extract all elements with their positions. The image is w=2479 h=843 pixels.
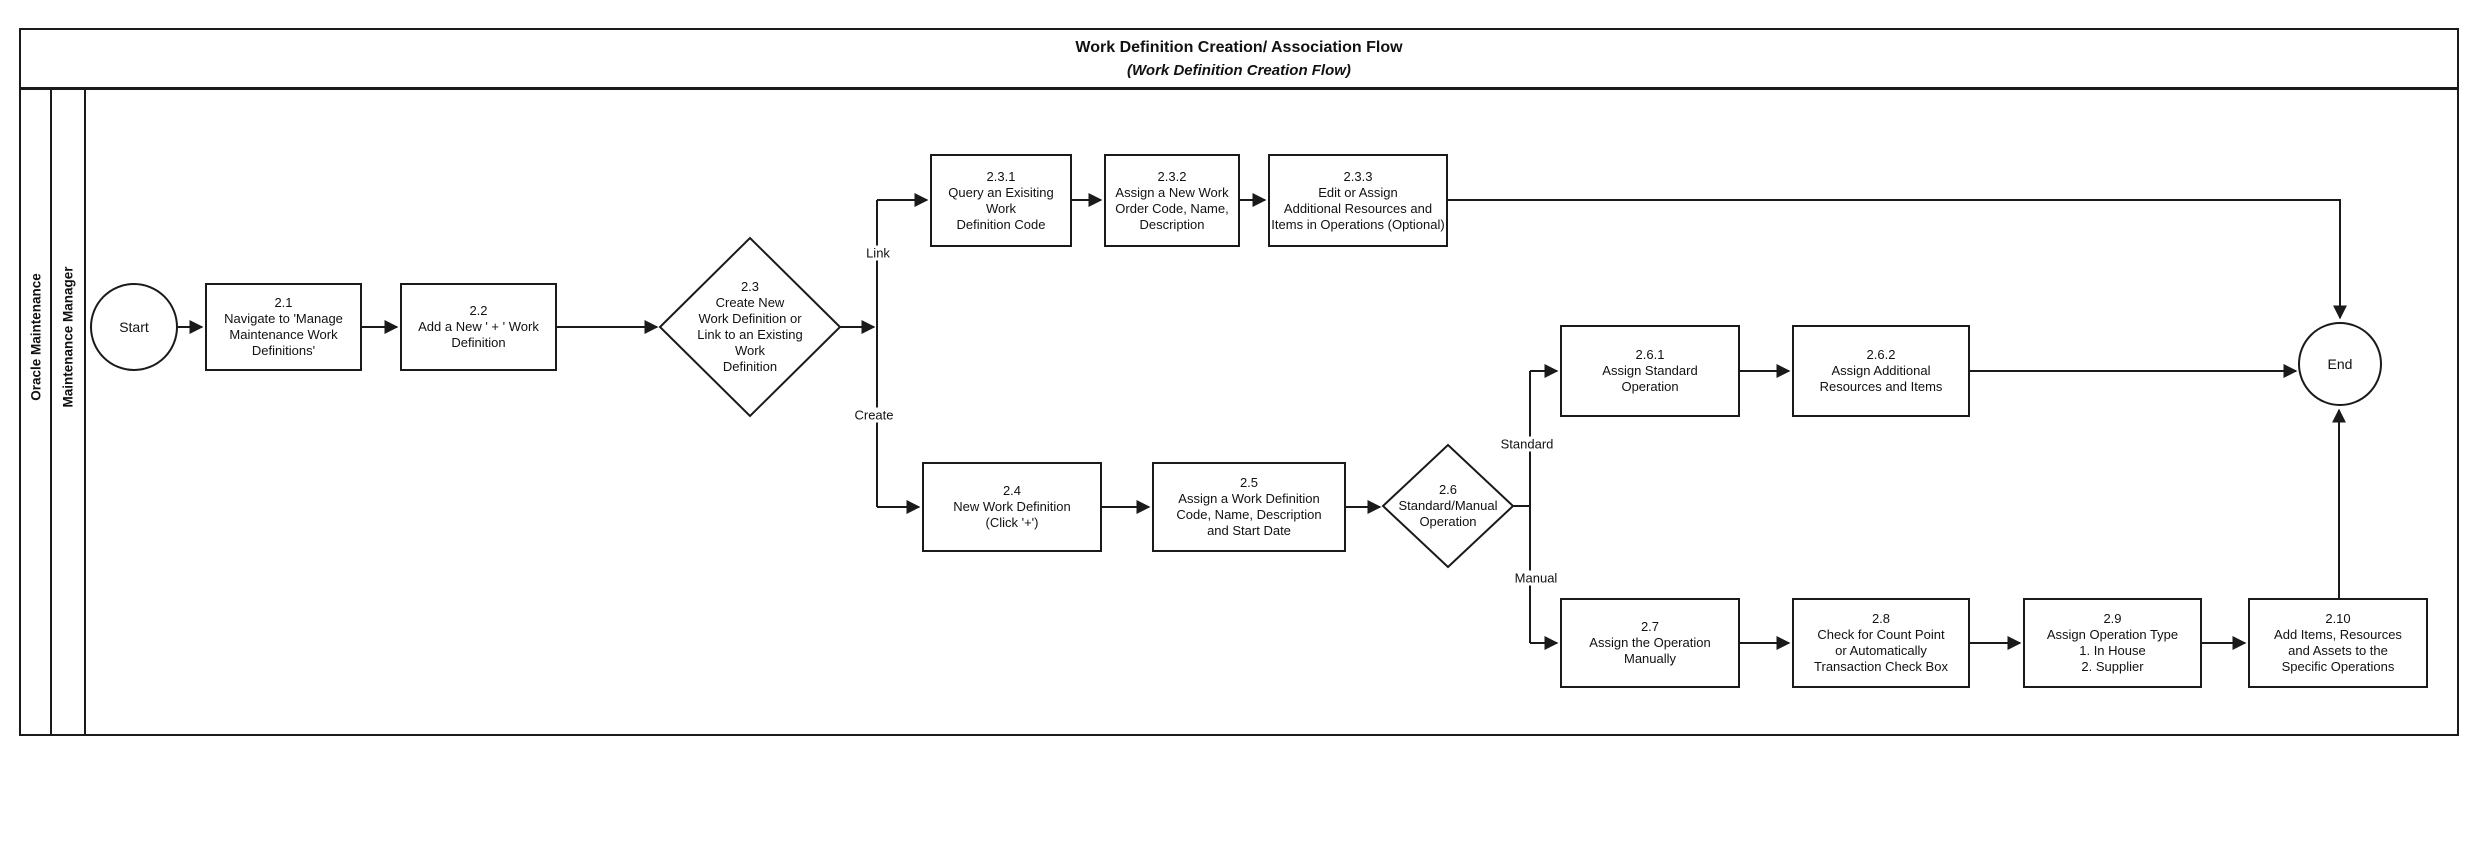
node-text: Create New Work Definition or Link to an… <box>697 295 803 374</box>
process-2-3-1: 2.3.1 Query an Exisiting Work Definition… <box>930 154 1072 247</box>
node-number: 2.6 <box>1438 482 1458 497</box>
process-2-9: 2.9 Assign Operation Type 1. In House 2.… <box>2023 598 2202 688</box>
edge-label-standard: Standard <box>1497 436 1557 452</box>
lane-divider-line <box>84 90 86 736</box>
node-text: Assign a New Work Order Code, Name, Desc… <box>1115 184 1229 232</box>
edge-label-manual: Manual <box>1511 570 1561 586</box>
node-text: Check for Count Point or Automatically T… <box>1814 627 1948 674</box>
node-text: Assign the Operation Manually <box>1589 635 1711 666</box>
node-number: 2.5 <box>1239 475 1259 490</box>
process-2-10: 2.10 Add Items, Resources and Assets to … <box>2248 598 2428 688</box>
edge-label-link: Link <box>863 245 893 261</box>
node-number: 2.6.2 <box>1866 347 1896 362</box>
node-text: Assign Standard Operation <box>1602 363 1698 394</box>
connector-2-3-3-to-end <box>1448 199 2347 320</box>
node-number: 2.3.3 <box>1343 168 1373 184</box>
process-2-6-2: 2.6.2 Assign Additional Resources and It… <box>1792 325 1970 417</box>
process-2-8: 2.8 Check for Count Point or Automatical… <box>1792 598 1970 688</box>
node-text: Query an Exisiting Work Definition Code <box>948 184 1054 232</box>
diagram-title-band: Work Definition Creation/ Association Fl… <box>19 28 2459 90</box>
process-2-7: 2.7 Assign the Operation Manually <box>1560 598 1740 688</box>
node-number: 2.3.2 <box>1157 168 1187 184</box>
node-number: 2.1 <box>274 295 293 310</box>
node-text: New Work Definition (Click '+') <box>953 499 1071 530</box>
process-2-6-1: 2.6.1 Assign Standard Operation <box>1560 325 1740 417</box>
node-number: 2.3 <box>740 279 760 294</box>
node-number: 2.8 <box>1871 611 1891 626</box>
node-number: 2.7 <box>1640 619 1660 634</box>
decision-2-3: 2.3 Create New Work Definition or Link t… <box>660 238 840 416</box>
node-number: 2.6.1 <box>1635 347 1665 362</box>
node-text: Add a New ' + ' Work Definition <box>418 319 539 350</box>
process-2-1: 2.1 Navigate to 'Manage Maintenance Work… <box>205 283 362 371</box>
pool-divider-line <box>50 90 52 736</box>
edge-label-create: Create <box>851 407 897 423</box>
node-text: Assign Additional Resources and Items <box>1819 363 1943 394</box>
node-text: Assign a Work Definition Code, Name, Des… <box>1176 491 1322 538</box>
end-node: End <box>2298 322 2382 406</box>
node-number: 2.4 <box>1002 483 1022 498</box>
decision-2-6: 2.6 Standard/Manual Operation <box>1383 445 1513 567</box>
diagram-title: Work Definition Creation/ Association Fl… <box>1075 38 1403 56</box>
node-text: Add Items, Resources and Assets to the S… <box>2274 627 2402 674</box>
process-2-3-3: 2.3.3 Edit or Assign Additional Resource… <box>1268 154 1448 247</box>
node-text: Assign Operation Type 1. In House 2. Sup… <box>2046 627 2179 674</box>
node-number: 2.3.1 <box>986 168 1016 184</box>
node-number: 2.9 <box>2103 611 2122 626</box>
node-text: Navigate to 'Manage Maintenance Work Def… <box>224 311 343 358</box>
node-text: Standard/Manual Operation <box>1398 498 1498 529</box>
process-2-3-2: 2.3.2 Assign a New Work Order Code, Name… <box>1104 154 1240 247</box>
decision-2-6-shape <box>1381 443 1515 569</box>
process-2-2: 2.2 Add a New ' + ' Work Definition <box>400 283 557 371</box>
node-number: 2.2 <box>469 303 488 318</box>
start-node: Start <box>90 283 178 371</box>
diagram-subtitle: (Work Definition Creation Flow) <box>1127 61 1351 79</box>
process-2-5: 2.5 Assign a Work Definition Code, Name,… <box>1152 462 1346 552</box>
node-number: 2.10 <box>2325 611 2351 626</box>
decision-2-3-shape <box>658 236 842 418</box>
process-2-4: 2.4 New Work Definition (Click '+') <box>922 462 1102 552</box>
node-text: Edit or Assign Additional Resources and … <box>1271 184 1445 232</box>
